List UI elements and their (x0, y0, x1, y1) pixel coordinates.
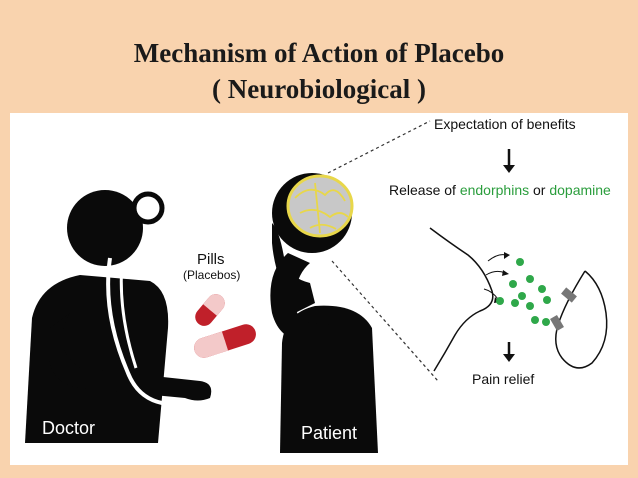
release-prefix: Release of (389, 182, 460, 198)
stethoscope-icon (106, 257, 190, 409)
neurotransmitter-dots (496, 258, 551, 326)
doctor-figure (25, 179, 212, 443)
endorphins-label: endorphins (459, 182, 530, 198)
or-label: or (529, 182, 550, 198)
release-label: Release of endorphins or dopamine (389, 182, 611, 198)
dopamine-label: dopamine (549, 182, 611, 198)
patient-arm (270, 253, 337, 342)
pain-relief-label: Pain relief (472, 371, 535, 387)
slide-subtitle: ( Neurobiological ) (212, 74, 426, 104)
illustration-panel: Pills (Placebos) Doctor Patient Expectat… (10, 113, 628, 465)
placebos-label: (Placebos) (183, 268, 241, 282)
patient-figure (270, 173, 378, 453)
pills-label: Pills (197, 251, 225, 268)
synapse-icon (429, 227, 608, 372)
connector-line-top (327, 120, 431, 174)
expectation-label: Expectation of benefits (434, 116, 576, 132)
arrow-down-icon (503, 342, 515, 362)
connector-line-bottom (331, 260, 439, 382)
head-mirror-icon (131, 191, 165, 225)
doctor-label: Doctor (42, 418, 96, 438)
doctor-head (67, 190, 143, 266)
slide-title: Mechanism of Action of Placebo (133, 38, 505, 68)
arrow-down-icon (503, 149, 515, 173)
patient-label: Patient (301, 423, 358, 443)
placebo-diagram (25, 120, 608, 453)
pill-icon (194, 294, 256, 358)
doctor-body (25, 275, 169, 443)
patient-body (280, 305, 378, 453)
doctor-arm (48, 313, 212, 401)
